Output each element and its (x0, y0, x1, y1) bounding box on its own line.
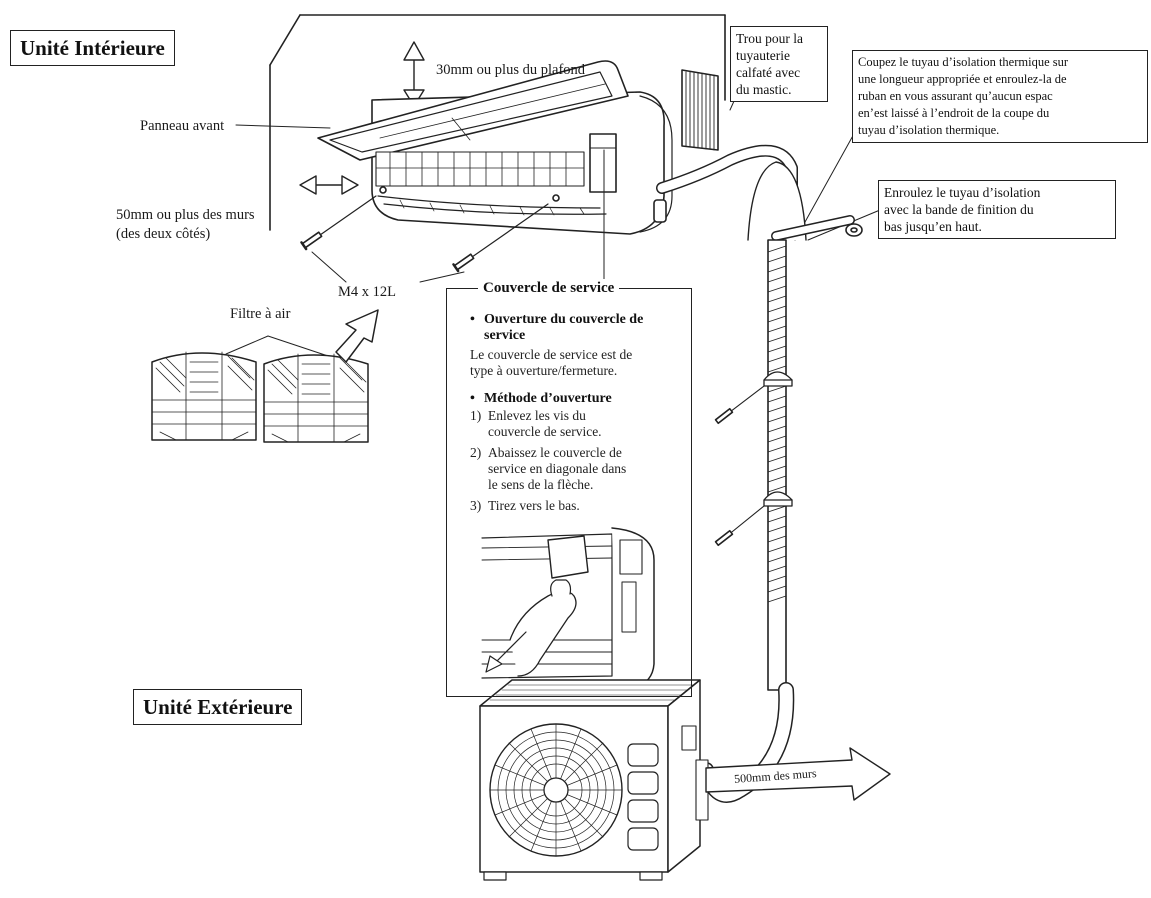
step-number: 3) (470, 498, 482, 513)
pipe-hole-line: calfaté avec (736, 65, 801, 80)
service-cover-illustration (481, 527, 658, 691)
pipe-hole-line: tuyauterie (736, 48, 790, 63)
pipe-hole-line: du mastic. (736, 82, 792, 97)
air-filter-label: Filtre à air (230, 306, 291, 322)
front-panel-label: Panneau avant (140, 118, 225, 134)
indoor-unit-title: Unité Intérieure (10, 30, 175, 66)
step-line: Tirez vers le bas. (488, 498, 580, 513)
rear-mounting-plate (681, 69, 719, 151)
opening-text: Le couvercle de service est de type à ou… (470, 347, 632, 379)
insulation-cut-line: en’est laissé à l’endroit de la coupe du (858, 106, 1050, 120)
outdoor-unit (479, 679, 709, 881)
step-number: 1) (470, 408, 482, 423)
outdoor-unit-title: Unité Extérieure (133, 689, 303, 725)
insulation-cut-line: une longueur appropriée et enroulez-la d… (858, 72, 1067, 86)
pipe-hole-callout: Trou pour la tuyauterie calfaté avec du … (730, 26, 828, 102)
wall-gap-label-line1: 50mm ou plus des murs (116, 207, 255, 223)
step-line: Enlevez les vis du (488, 408, 586, 423)
opening-heading: Ouverture du couvercle de service (470, 312, 644, 344)
step-2: 2) Abaissez le couvercle de service en d… (470, 445, 627, 493)
step-line: le sens de la flèche. (488, 477, 594, 492)
opening-text-line: Le couvercle de service est de (470, 347, 633, 362)
filter-removal-arrow (335, 309, 379, 363)
opening-heading-line: Ouverture du couvercle de (484, 312, 644, 327)
wrap-line: bas jusqu’en haut. (884, 219, 982, 234)
air-filter-left (151, 351, 257, 441)
screw-label: M4 x 12L (338, 284, 396, 300)
air-filters (151, 309, 379, 443)
insulation-cut-line: ruban en vous assurant qu’aucun espac (858, 89, 1053, 103)
wall-gap-arrow (299, 175, 359, 195)
insulation-cut-line: tuyau d’isolation thermique. (858, 123, 1000, 137)
wrap-callout: Enroulez le tuyau d’isolation avec la ba… (878, 180, 1116, 239)
method-heading: Méthode d’ouverture (470, 391, 612, 407)
pipe-hole-line: Trou pour la (736, 31, 804, 46)
wrap-line: avec la bande de finition du (884, 202, 1034, 217)
step-1: 1) Enlevez les vis du couvercle de servi… (470, 408, 602, 440)
opening-heading-line: service (484, 328, 526, 343)
air-filter-right (263, 353, 369, 443)
indoor-wall (269, 14, 726, 231)
outdoor-wall-gap-arrow (705, 747, 891, 801)
ceiling-gap-label: 30mm ou plus du plafond (436, 62, 586, 78)
step-3: 3) Tirez vers le bas. (470, 498, 580, 514)
step-number: 2) (470, 445, 482, 460)
service-cover-title: Couvercle de service (478, 279, 620, 297)
ceiling-gap-arrow (403, 41, 425, 107)
wrap-line: Enroulez le tuyau d’isolation (884, 185, 1041, 200)
screws (300, 195, 549, 283)
insulation-cut-callout: Coupez le tuyau d’isolation thermique su… (852, 50, 1148, 143)
wall-gap-label-line2: (des deux côtés) (116, 226, 211, 242)
opening-text-line: type à ouverture/fermeture. (470, 363, 618, 378)
step-line: Abaissez le couvercle de (488, 445, 622, 460)
step-line: service en diagonale dans (488, 461, 627, 476)
step-line: couvercle de service. (488, 424, 602, 439)
insulation-cut-line: Coupez le tuyau d’isolation thermique su… (858, 55, 1069, 69)
indoor-unit (317, 60, 673, 235)
